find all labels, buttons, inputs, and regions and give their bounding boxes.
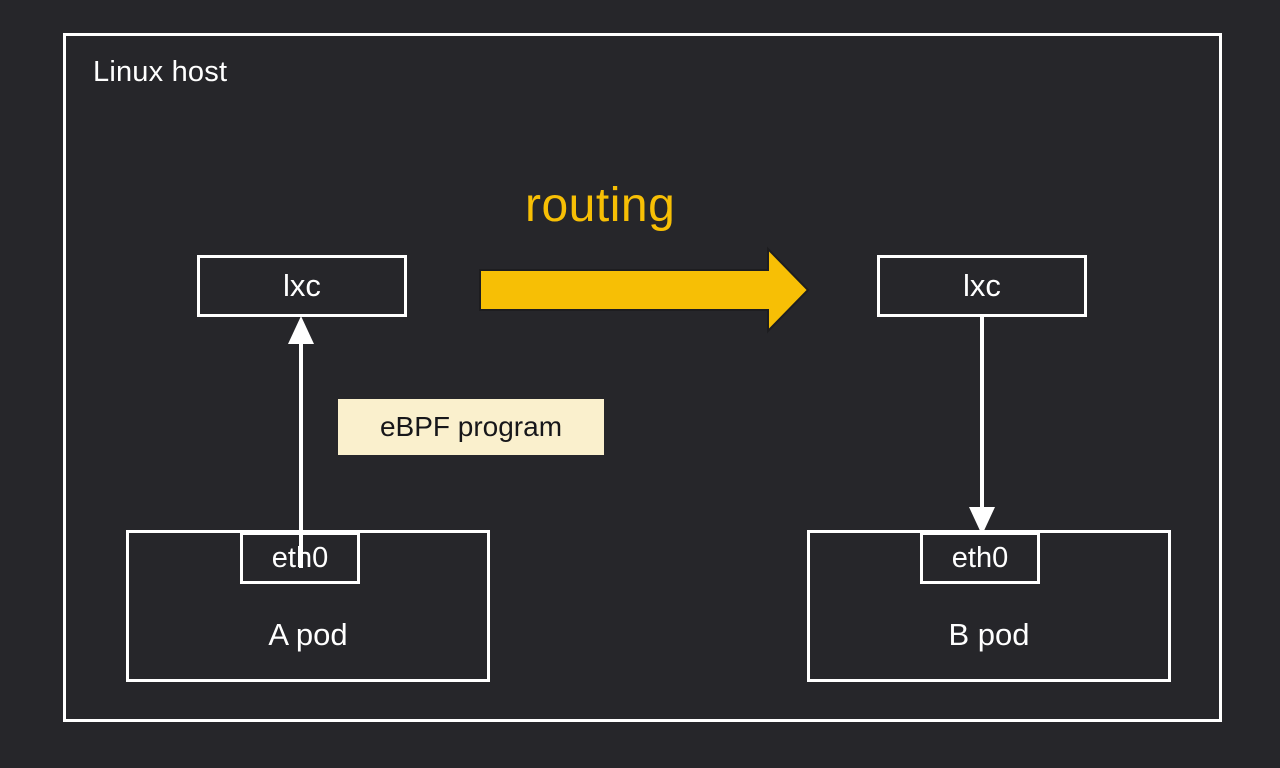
lxc-left-label: lxc (283, 268, 321, 303)
pod-a-label: A pod (268, 617, 348, 652)
lxc-interface-right[interactable]: lxc (877, 255, 1087, 317)
linux-host-frame (63, 33, 1222, 722)
routing-label: routing (525, 179, 676, 232)
eth0-interface-right[interactable]: eth0 (920, 532, 1040, 584)
pod-b-label: B pod (948, 617, 1030, 652)
ebpf-program-callout[interactable]: eBPF program (338, 399, 604, 455)
lxc-right-label: lxc (963, 268, 1001, 303)
ebpf-program-label: eBPF program (379, 411, 563, 442)
eth0-left-label: eth0 (271, 541, 329, 574)
linux-host-label: Linux host (93, 56, 228, 88)
eth0-right-label: eth0 (951, 541, 1009, 574)
eth0-interface-left[interactable]: eth0 (240, 532, 360, 584)
lxc-interface-left[interactable]: lxc (197, 255, 407, 317)
